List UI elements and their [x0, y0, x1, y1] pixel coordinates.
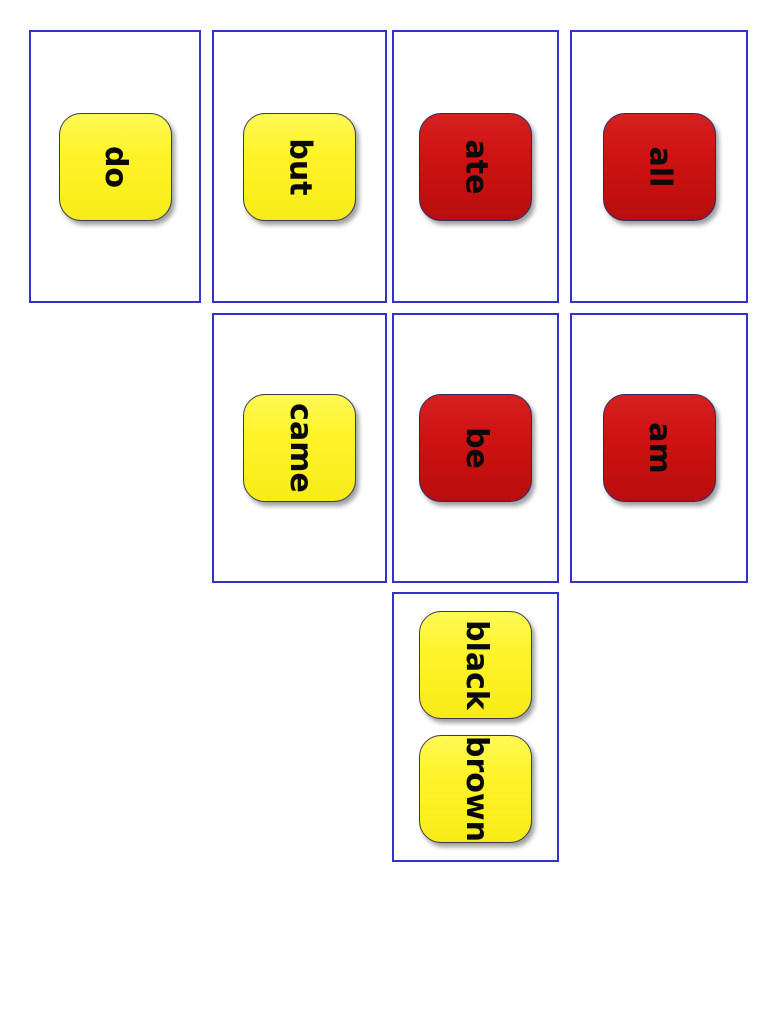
card-slot-r1c4[interactable]: all	[570, 30, 748, 303]
word-chip-be[interactable]: be	[419, 394, 532, 502]
card-slot-r2c2[interactable]: came	[212, 313, 387, 583]
word-chip-ate[interactable]: ate	[419, 112, 532, 221]
word-chip-do[interactable]: do	[58, 112, 172, 221]
word-chip-label: but	[282, 137, 318, 196]
word-chip-label: black	[458, 620, 494, 710]
card-slot-r2c3[interactable]: be	[392, 313, 559, 583]
word-chip-label: am	[641, 422, 677, 474]
card-slot-r1c3[interactable]: ate	[392, 30, 559, 303]
card-slot-r1c1[interactable]: do	[29, 30, 201, 303]
word-chip-label: all	[642, 146, 677, 187]
word-chip-black[interactable]: black	[419, 611, 532, 719]
word-chip-brown[interactable]: brown	[419, 735, 532, 843]
word-chip-label: do	[98, 145, 133, 188]
card-slot-r2c4[interactable]: am	[570, 313, 748, 583]
card-slot-r3c3[interactable]: black brown	[392, 592, 559, 862]
word-chip-am[interactable]: am	[602, 394, 716, 502]
word-chip-label: be	[458, 427, 494, 469]
word-chip-label: ate	[458, 139, 494, 194]
word-chip-but[interactable]: but	[243, 112, 356, 221]
word-chip-label: came	[282, 403, 318, 493]
word-chip-came[interactable]: came	[243, 394, 356, 502]
word-chip-all[interactable]: all	[602, 112, 716, 221]
word-chip-label: brown	[458, 736, 494, 842]
card-slot-r1c2[interactable]: but	[212, 30, 387, 303]
